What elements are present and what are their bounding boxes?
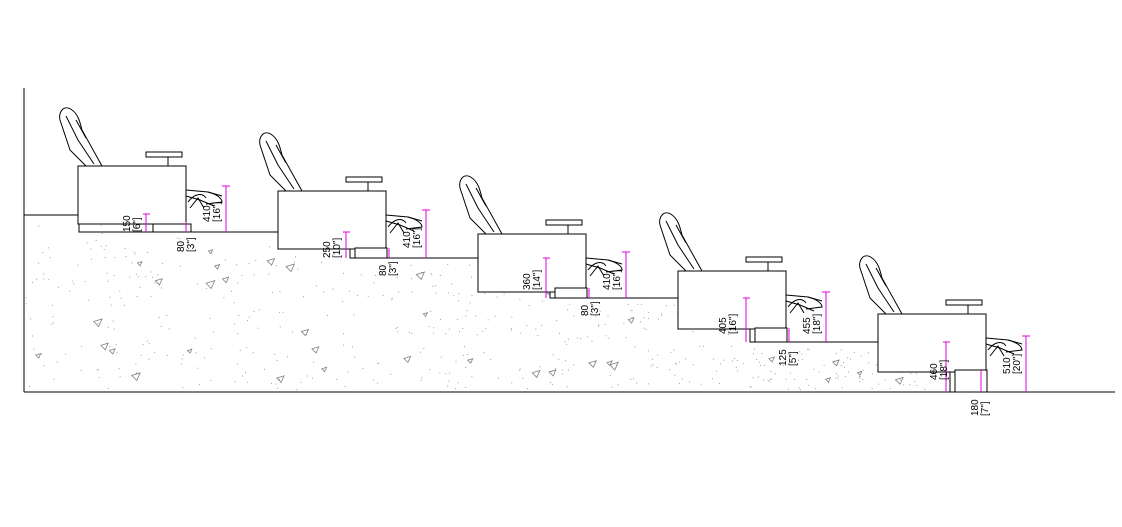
svg-text:[18"]: [18"] [812, 314, 823, 334]
recliner-seat-row-5 [859, 255, 1023, 373]
recliner-seat-icon [259, 132, 423, 250]
svg-text:405: 405 [718, 317, 729, 334]
svg-text:455: 455 [802, 317, 813, 334]
dimension-label-d13: 460 [18"] [929, 360, 950, 380]
recliner-seat-row-2 [259, 132, 423, 250]
dimension-label-d14: 180 [7"] [970, 399, 991, 416]
dimension-label-d2: 80 [3"] [176, 237, 197, 252]
recliner-seat-icon [59, 107, 223, 225]
svg-text:[16"]: [16"] [212, 202, 223, 222]
svg-text:150: 150 [122, 215, 133, 232]
dimension-labels: 150 [6"] 80 [3"] 410 [16"] 250 [10"] 80 … [122, 202, 1023, 416]
svg-text:[20"]: [20"] [1012, 354, 1023, 374]
svg-text:[5"]: [5"] [788, 351, 799, 366]
svg-text:410: 410 [402, 231, 413, 248]
svg-text:510: 510 [1002, 357, 1013, 374]
svg-text:[16"]: [16"] [412, 228, 423, 248]
svg-text:180: 180 [970, 399, 981, 416]
svg-text:80: 80 [580, 304, 591, 316]
dimension-label-d7: 360 [14"] [522, 270, 543, 290]
svg-text:[7"]: [7"] [980, 401, 991, 416]
svg-text:[18"]: [18"] [939, 360, 950, 380]
dimension-label-d10: 405 [16"] [718, 314, 739, 334]
seat-base-blocks [152, 223, 988, 393]
dimension-label-d9: 410 [16"] [602, 270, 623, 290]
svg-text:80: 80 [378, 264, 389, 276]
svg-text:410: 410 [202, 205, 213, 222]
dimension-label-d11: 125 [5"] [778, 349, 799, 366]
svg-text:125: 125 [778, 349, 789, 366]
dimension-label-d6: 410 [16"] [402, 228, 423, 248]
svg-text:80: 80 [176, 240, 187, 252]
svg-text:[3"]: [3"] [590, 301, 601, 316]
recliner-seat-icon [659, 212, 823, 330]
svg-text:[16"]: [16"] [728, 314, 739, 334]
svg-text:[3"]: [3"] [186, 237, 197, 252]
svg-text:360: 360 [522, 273, 533, 290]
dimension-label-d5: 80 [3"] [378, 261, 399, 276]
svg-text:[6"]: [6"] [132, 217, 143, 232]
dimension-label-d8: 80 [3"] [580, 301, 601, 316]
svg-text:460: 460 [929, 363, 940, 380]
svg-text:250: 250 [322, 241, 333, 258]
svg-text:[14"]: [14"] [532, 270, 543, 290]
dimension-label-d15: 510 [20"] [1002, 354, 1023, 374]
recliner-seat-icon [859, 255, 1023, 373]
svg-text:410: 410 [602, 273, 613, 290]
concrete-hatch-pattern [25, 223, 939, 391]
recliner-seat-row-1 [59, 107, 223, 225]
svg-text:[3"]: [3"] [388, 261, 399, 276]
dimension-label-d4: 250 [10"] [322, 238, 343, 258]
dimension-label-d1: 150 [6"] [122, 215, 143, 232]
dimension-label-d12: 455 [18"] [802, 314, 823, 334]
recliner-seat-row-4 [659, 212, 823, 330]
svg-text:[10"]: [10"] [332, 238, 343, 258]
dimension-label-d3: 410 [16"] [202, 202, 223, 222]
dimension-lines [143, 185, 1030, 392]
svg-text:[16"]: [16"] [612, 270, 623, 290]
